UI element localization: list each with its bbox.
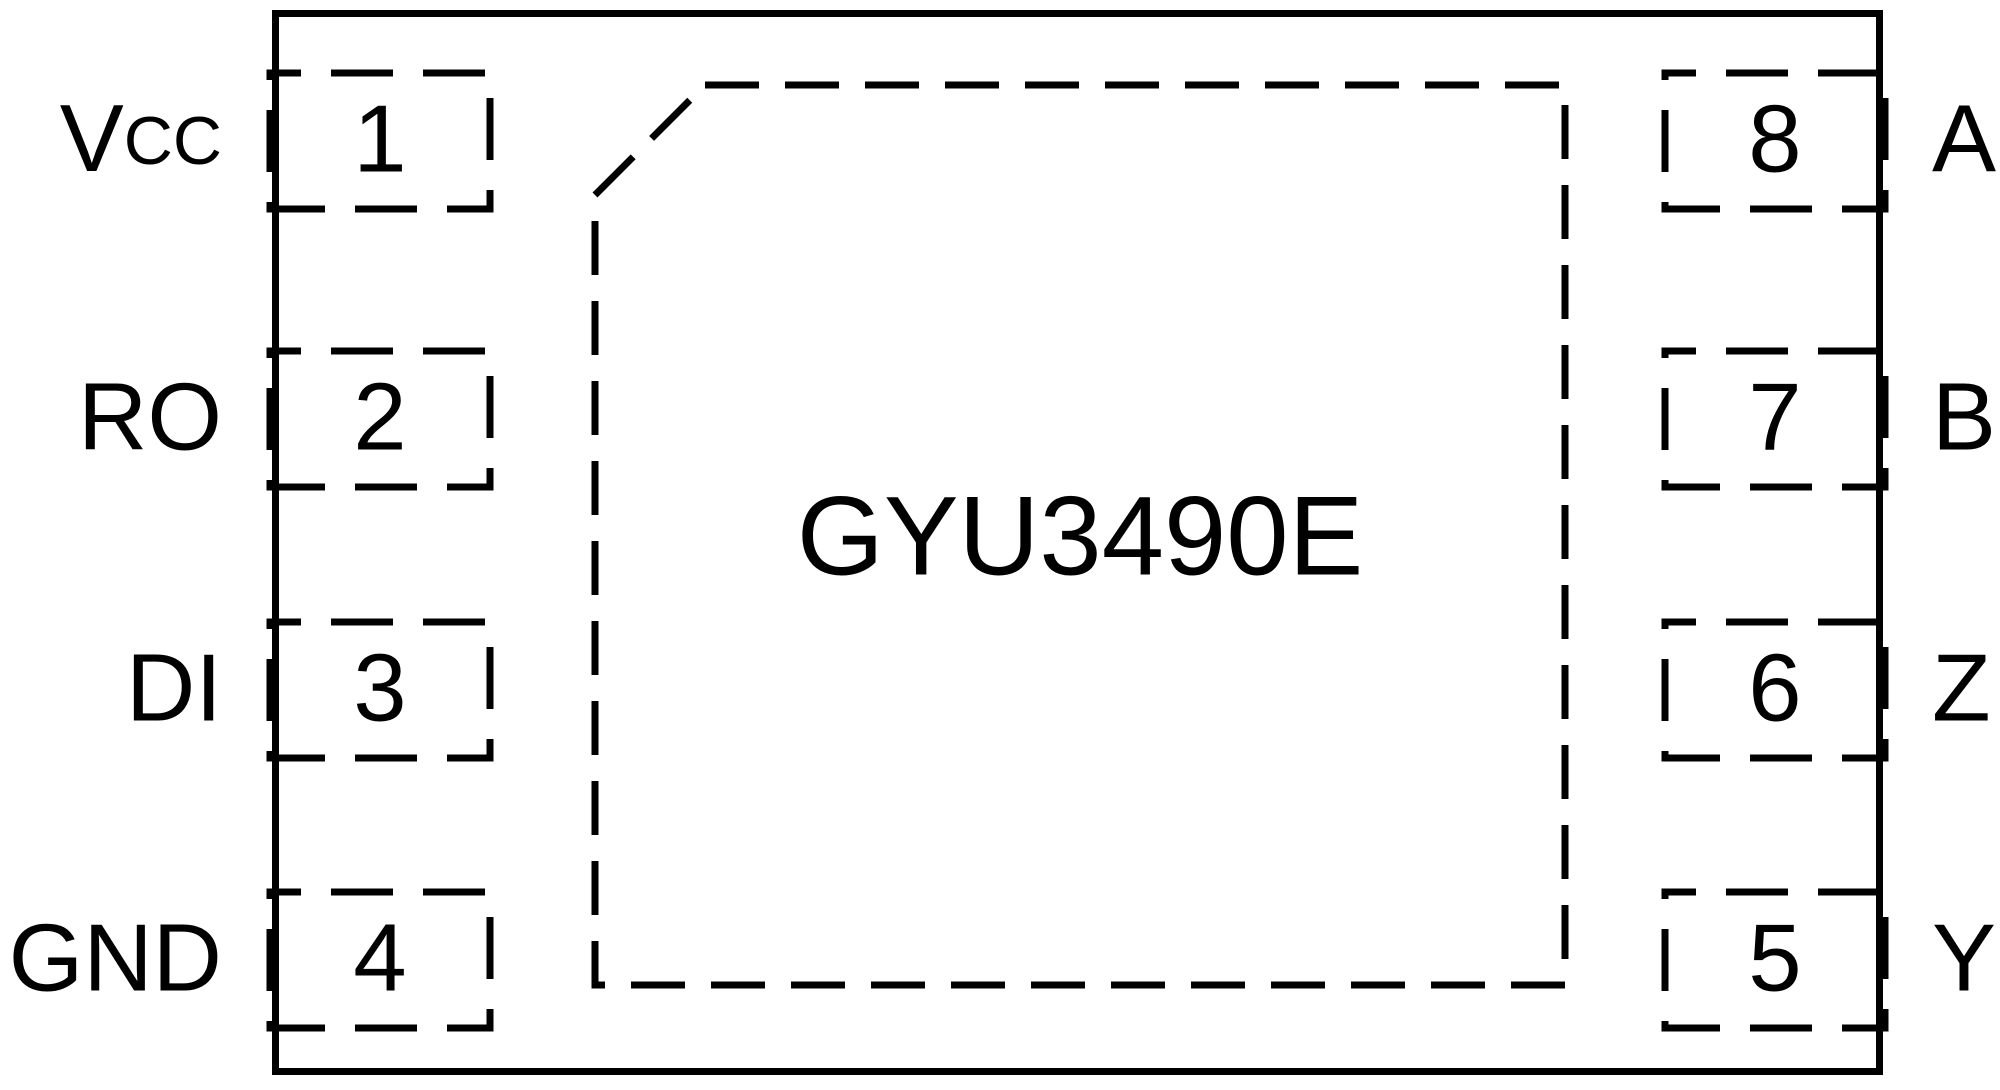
pin-3-signal-label: DI (126, 634, 222, 741)
pin-4-number: 4 (353, 904, 406, 1011)
pin-1-signal-label-subscript: CC (124, 103, 222, 179)
pin-6-signal-label: Z (1932, 634, 1991, 741)
pin-7[interactable]: 7 (1661, 347, 1889, 491)
pin-6-pad[interactable] (1661, 618, 1889, 762)
pin-6-number: 6 (1748, 634, 1801, 741)
pin-2-number: 2 (353, 363, 406, 470)
pin-3-pad[interactable] (266, 618, 494, 762)
pin-1[interactable]: 1 (266, 69, 494, 213)
pin-8-pad[interactable] (1661, 69, 1889, 213)
pin-8-number: 8 (1748, 85, 1801, 192)
exposed-pad-outline (591, 81, 1569, 989)
package-body-outline (272, 10, 1883, 1075)
pin-7-number: 7 (1748, 363, 1801, 470)
pin-4-pad[interactable] (266, 888, 494, 1032)
pin-7-pad[interactable] (1661, 347, 1889, 491)
signal-labels-right: A B Z Y (1932, 85, 1996, 1011)
pin-5[interactable]: 5 (1661, 888, 1889, 1032)
pin-1-signal-label: VCC (60, 85, 222, 192)
pin-4[interactable]: 4 (266, 888, 494, 1032)
pin-2-signal-label: RO (78, 363, 222, 470)
part-number-marking: GYU3490E (797, 474, 1364, 599)
signal-labels-left: VCC RO DI GND (9, 85, 222, 1011)
pin-group-right: 8 7 6 5 (1661, 69, 1889, 1032)
pin-7-signal-label: B (1932, 363, 1996, 470)
pin-8-signal-label: A (1932, 85, 1996, 192)
pin-1-number: 1 (353, 85, 406, 192)
pin-3-number: 3 (353, 634, 406, 741)
pin-3[interactable]: 3 (266, 618, 494, 762)
pin-4-signal-label: GND (9, 904, 222, 1011)
pin-2-pad[interactable] (266, 347, 494, 491)
pin-5-number: 5 (1748, 904, 1801, 1011)
pin-6[interactable]: 6 (1661, 618, 1889, 762)
pin-1-pad[interactable] (266, 69, 494, 213)
pin-2[interactable]: 2 (266, 347, 494, 491)
pin-group-left: 1 2 3 4 (266, 69, 494, 1032)
pin-8[interactable]: 8 (1661, 69, 1889, 213)
pin-5-signal-label: Y (1932, 904, 1996, 1011)
pin-5-pad[interactable] (1661, 888, 1889, 1032)
pin-1-signal-label-main: V (60, 85, 124, 192)
